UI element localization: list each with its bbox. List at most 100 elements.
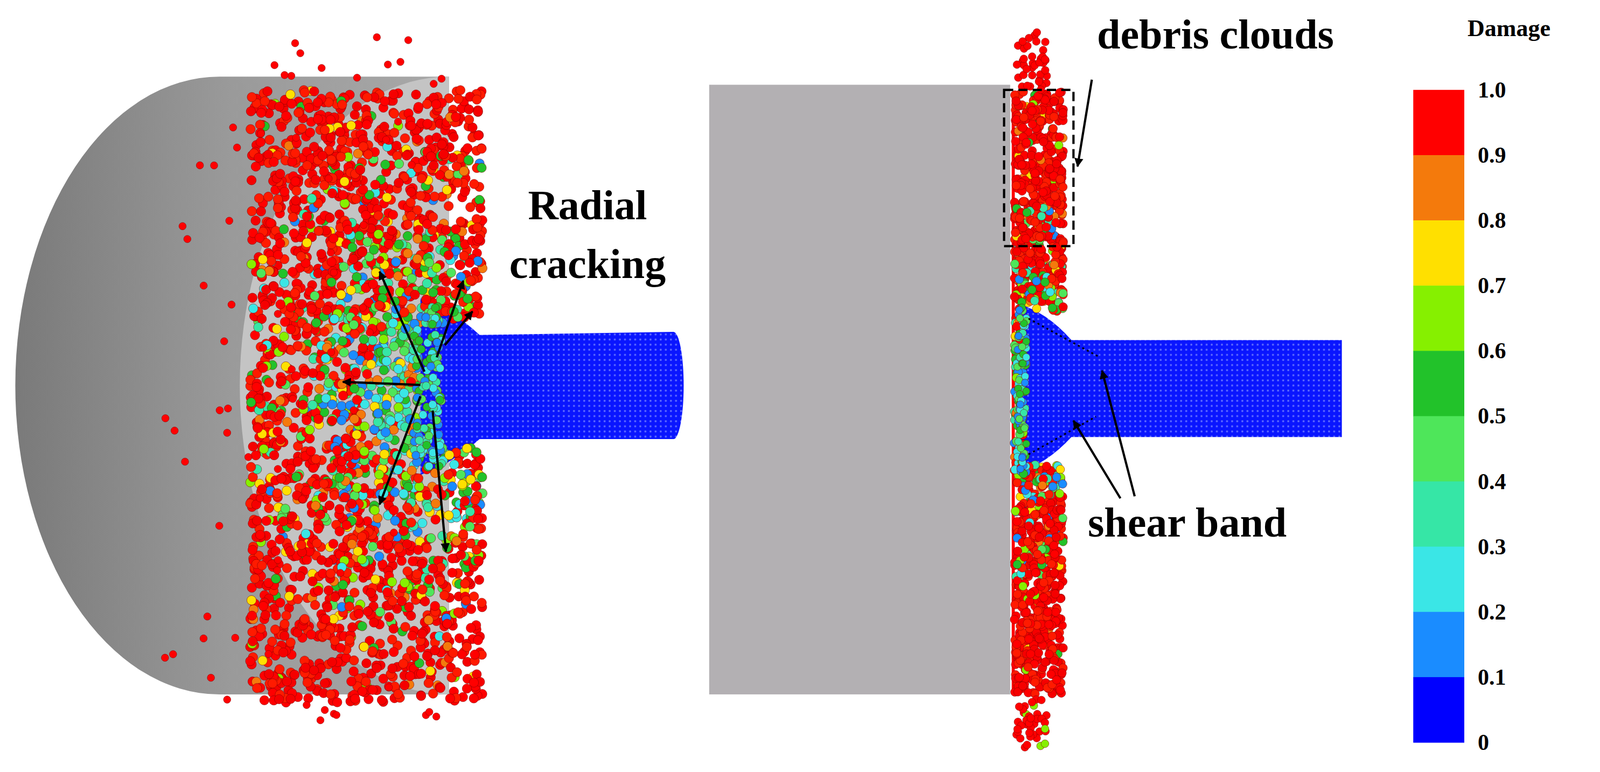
particle xyxy=(301,485,311,495)
particle xyxy=(247,206,257,216)
particle xyxy=(416,690,426,701)
particle xyxy=(449,132,459,142)
particle xyxy=(402,219,412,229)
particle xyxy=(256,313,267,324)
particle xyxy=(399,680,409,690)
particle xyxy=(310,599,320,610)
particle xyxy=(260,610,270,620)
particle xyxy=(422,490,432,500)
particle xyxy=(299,87,310,97)
particle xyxy=(350,109,360,120)
particle xyxy=(423,678,433,688)
particle xyxy=(324,500,334,510)
particle xyxy=(380,427,390,437)
particle xyxy=(409,651,419,661)
particle xyxy=(425,666,435,676)
particle xyxy=(417,518,428,528)
particle xyxy=(367,541,377,551)
particle xyxy=(325,689,335,699)
particle xyxy=(282,485,292,495)
particle xyxy=(282,417,292,427)
particle xyxy=(267,636,277,646)
projectile-left xyxy=(420,297,684,475)
particle xyxy=(359,567,369,577)
particle xyxy=(444,169,454,179)
particle xyxy=(474,194,484,205)
particle xyxy=(264,377,274,387)
particle xyxy=(256,206,266,216)
projectile-right xyxy=(1018,304,1343,472)
particle xyxy=(362,369,372,379)
particle xyxy=(345,634,355,645)
particle xyxy=(332,357,342,367)
particle xyxy=(469,693,479,703)
particle xyxy=(348,666,359,676)
particle xyxy=(285,89,296,100)
particle xyxy=(281,610,291,620)
particle xyxy=(424,257,434,268)
particle xyxy=(443,510,453,520)
particle xyxy=(347,622,357,632)
particle xyxy=(379,334,389,344)
particle xyxy=(473,106,483,116)
particle xyxy=(477,597,487,607)
particle xyxy=(379,648,389,659)
particle xyxy=(379,121,389,131)
particle xyxy=(352,429,362,439)
particle xyxy=(447,481,457,491)
particle xyxy=(408,556,418,566)
particle xyxy=(309,86,319,96)
particle xyxy=(246,124,256,134)
particle xyxy=(325,132,335,142)
particle xyxy=(358,184,368,194)
particle xyxy=(316,249,326,259)
particle xyxy=(425,533,436,543)
particle xyxy=(386,553,396,563)
particle xyxy=(367,646,377,656)
particle xyxy=(255,120,265,130)
particle xyxy=(285,694,296,704)
particle xyxy=(260,96,270,106)
particle xyxy=(270,574,281,584)
particle xyxy=(250,450,261,460)
particle xyxy=(364,350,374,360)
particle xyxy=(297,123,307,134)
particle xyxy=(354,231,364,241)
particle xyxy=(282,563,292,573)
particle xyxy=(429,191,439,201)
particle xyxy=(298,226,308,236)
particle xyxy=(246,106,256,116)
particle xyxy=(387,596,397,606)
particle xyxy=(259,695,269,705)
particle xyxy=(462,143,472,153)
particle xyxy=(340,433,351,443)
particle xyxy=(447,567,457,577)
particle xyxy=(443,469,453,479)
particle xyxy=(386,326,396,337)
particle xyxy=(352,101,362,111)
particle xyxy=(295,571,305,581)
particle xyxy=(404,602,414,612)
particle xyxy=(436,286,446,296)
particle xyxy=(384,612,394,622)
particle xyxy=(287,99,297,109)
particle xyxy=(348,350,358,360)
particle xyxy=(402,231,412,241)
particle xyxy=(389,108,399,118)
particle xyxy=(473,635,483,645)
particle xyxy=(388,89,398,99)
particle xyxy=(255,137,265,147)
particle xyxy=(280,619,290,629)
particle xyxy=(291,186,302,196)
particle xyxy=(459,186,470,197)
particle xyxy=(275,395,285,405)
particle xyxy=(406,610,416,620)
target-section xyxy=(709,84,1011,695)
particle xyxy=(399,346,409,356)
particle xyxy=(400,133,410,143)
particle xyxy=(428,287,438,297)
particle xyxy=(262,86,272,96)
particle xyxy=(443,201,453,211)
particle xyxy=(465,275,475,285)
particle xyxy=(344,601,354,611)
